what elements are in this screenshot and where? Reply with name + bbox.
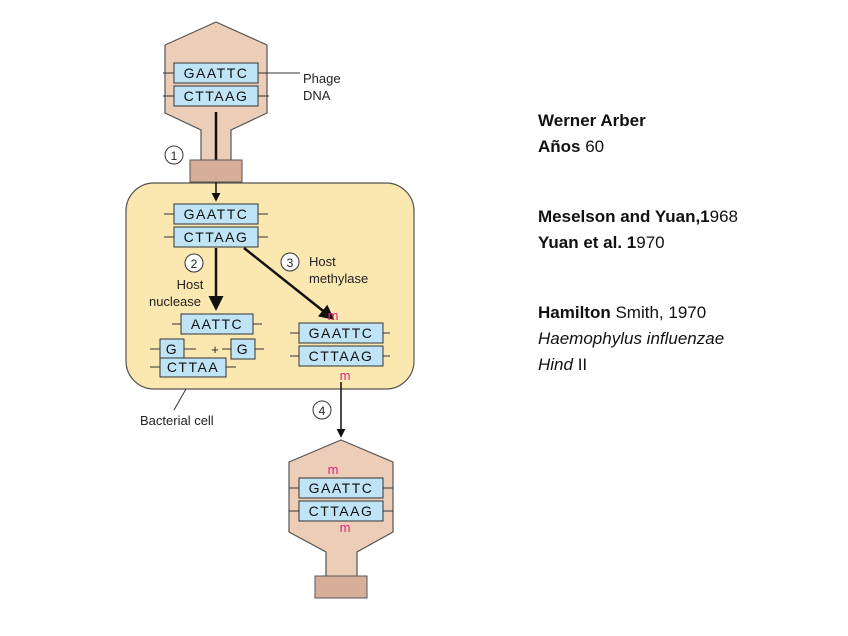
organism-name: Haemophylus influenzae [538, 329, 725, 348]
methylated-dna: m GAATTC CTTAAG m [290, 308, 390, 383]
phage-bottom-seq-bottom: CTTAAG [309, 503, 374, 519]
bacterial-cell-label: Bacterial cell [140, 413, 214, 428]
historical-notes: Werner Arber Años 60 Meselson and Yuan,1… [538, 108, 838, 422]
host-nuclease-label-2: nuclease [149, 294, 201, 309]
yuan-year: 970 [636, 233, 665, 252]
meselson-label: Meselson and Yuan,1 [538, 207, 710, 226]
arber-years-label: Años [538, 137, 581, 156]
smith-first-name: Hamilton [538, 303, 611, 322]
phage-methyl-mark-bottom: m [340, 520, 351, 535]
host-methylase-label-2: methylase [309, 271, 368, 286]
phage-dna-top: GAATTC CTTAAG [163, 62, 269, 107]
phage-tail-top [189, 159, 243, 183]
cut-seq-middle: AATTC [191, 316, 243, 332]
cut-plus: + [211, 342, 219, 357]
methyl-seq-top: GAATTC [309, 325, 374, 341]
cut-dna-fragments: AATTC G + G CTTAA [150, 313, 264, 378]
arber-years-number: 60 [580, 137, 605, 156]
cut-seq-bottom: CTTAA [167, 359, 219, 375]
host-nuclease-label-1: Host [177, 277, 204, 292]
step-4-circle [312, 400, 332, 420]
cell-dna: GAATTC CTTAAG [164, 203, 268, 248]
phage-dna-label: Phage [303, 71, 341, 86]
phage-dna-label-2: DNA [303, 88, 331, 103]
methyl-mark-top: m [328, 308, 339, 323]
phage-methyl-mark-top: m [328, 462, 339, 477]
host-methylase-label-1: Host [309, 254, 336, 269]
step-3-circle [280, 252, 300, 272]
cell-seq-bottom: CTTAAG [184, 229, 249, 245]
seq-bottom-label: CTTAAG [184, 88, 249, 104]
phage-tail-bottom [314, 575, 368, 599]
note-meselson: Meselson and Yuan,1968 Yuan et al. 1970 [538, 204, 838, 256]
step-1-label: 1 [171, 149, 178, 163]
smith-rest: Smith, 1970 [610, 303, 707, 322]
methyl-mark-bottom: m [340, 368, 351, 383]
seq-top-label: GAATTC [184, 65, 249, 81]
arber-name: Werner Arber [538, 111, 646, 130]
restriction-modification-diagram: GAATTC CTTAAG Phage DNA 1 GAATTC CTTAAG … [125, 21, 415, 599]
step-2-circle [184, 253, 204, 273]
yuan-label: Yuan et al. 1 [538, 233, 637, 252]
phage-bottom-seq-top: GAATTC [309, 480, 374, 496]
enzyme-name-rest: II [572, 355, 588, 374]
meselson-year: 968 [709, 207, 739, 226]
enzyme-name-italic: Hind [538, 355, 573, 374]
note-smith: Hamilton Smith, 1970 Haemophylus influen… [538, 300, 838, 378]
step-4-label: 4 [319, 404, 326, 418]
methyl-seq-bottom: CTTAAG [309, 348, 374, 364]
cut-g-right: G [237, 341, 249, 357]
step-1-circle [164, 145, 184, 165]
cut-g-left: G [166, 341, 178, 357]
step-3-label: 3 [287, 256, 294, 270]
step-2-label: 2 [191, 257, 198, 271]
phage-bottom: m GAATTC CTTAAG m [288, 439, 394, 599]
cell-seq-top: GAATTC [184, 206, 249, 222]
note-arber: Werner Arber Años 60 [538, 108, 838, 160]
